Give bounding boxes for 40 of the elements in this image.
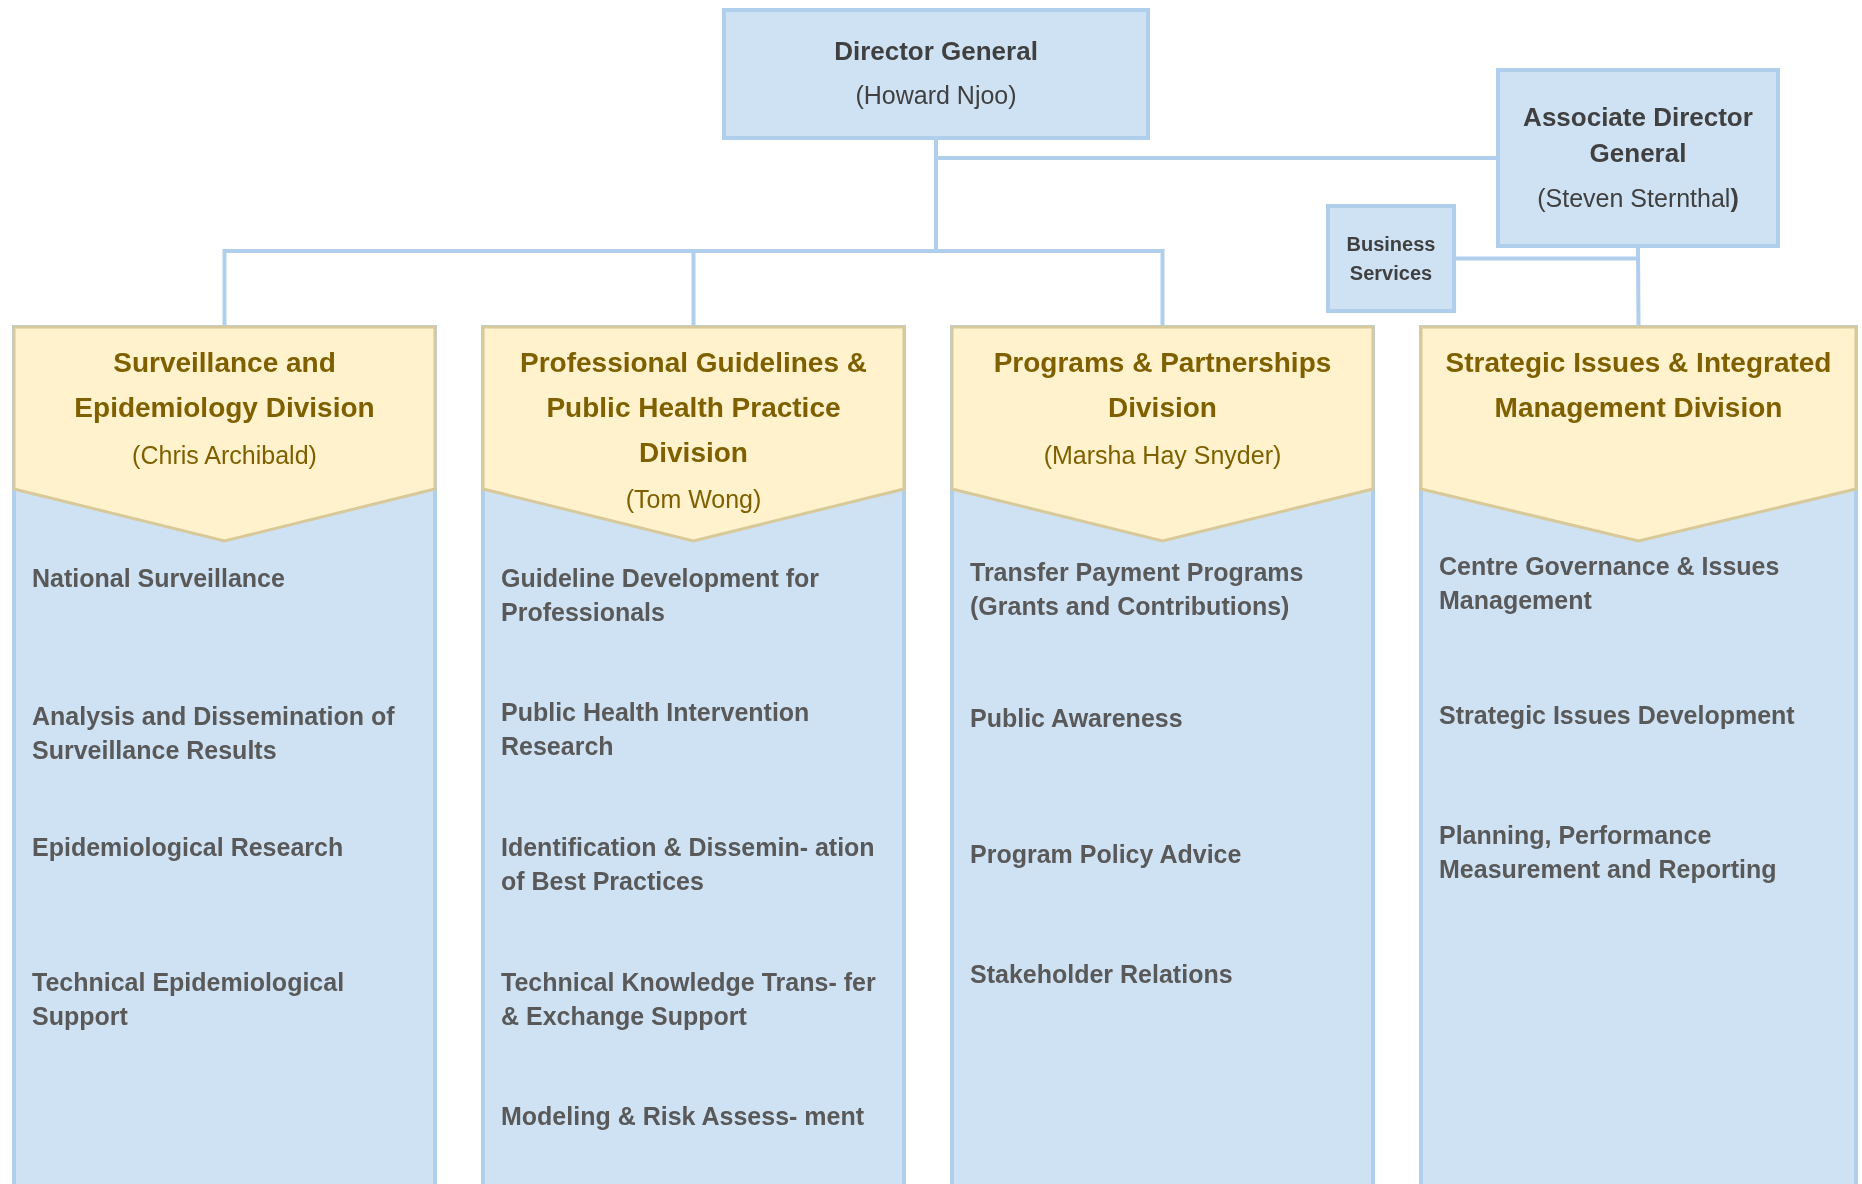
- division-title: Strategic Issues & Integrated Management Division: [1444, 346, 1833, 425]
- division-column: [481, 325, 906, 1184]
- function-item: Technical Epidemiological Support: [32, 968, 345, 1030]
- function-item: Program Policy Advice: [970, 840, 1242, 868]
- function-item: Centre Governance & Issues Management: [1439, 552, 1780, 614]
- person-name: (Howard Njoo): [855, 80, 1017, 112]
- person-name: (Marsha Hay Snyder): [1043, 439, 1282, 471]
- function-item: Planning, Performance Measurement and Reporting: [1439, 821, 1777, 883]
- position-title: Director General: [834, 35, 1038, 69]
- position-title: Associate Director General: [1522, 100, 1754, 171]
- function-item: Transfer Payment Programs (Grants and Contributions): [970, 558, 1304, 620]
- division-header: [950, 325, 1375, 543]
- division-header: [1419, 325, 1858, 543]
- division-title: Surveillance and Epidemiology Division: [73, 346, 376, 425]
- position-box: [1496, 68, 1780, 248]
- connector-line: [1456, 248, 1640, 261]
- function-item: Stakeholder Relations: [970, 960, 1233, 988]
- division-column: [950, 325, 1375, 1184]
- function-item: Guideline Development for Professionals: [501, 564, 820, 626]
- function-item: Public Health Intervention Research: [501, 698, 810, 760]
- function-item: Identification & Dissemin- ation of Best Practices: [501, 833, 875, 895]
- person-name: (Steven Sternthal): [1537, 182, 1739, 214]
- unit-title: Business Services: [1345, 231, 1437, 286]
- function-item: Analysis and Dissemination of Surveillance Results: [32, 702, 395, 764]
- position-box: [722, 8, 1150, 140]
- division-title: Programs & Partnerships Division: [992, 346, 1333, 425]
- person-name: (Tom Wong): [625, 484, 762, 516]
- person-name: (Chris Archibald): [132, 439, 317, 471]
- function-item: Modeling & Risk Assess- ment: [501, 1102, 865, 1130]
- division-title: Professional Guidelines & Public Health Practice Division: [519, 346, 868, 470]
- division-header: [481, 325, 906, 543]
- function-item: Technical Knowledge Trans- fer & Exchange Support: [501, 968, 876, 1030]
- division-header: [12, 325, 437, 543]
- division-column: [12, 325, 437, 1184]
- function-item: National Surveillance: [32, 564, 285, 592]
- function-item: Epidemiological Research: [32, 833, 344, 861]
- function-item: Public Awareness: [970, 704, 1183, 732]
- unit-box: [1326, 204, 1456, 313]
- division-column: [1419, 325, 1858, 1184]
- function-item: Strategic Issues Development: [1439, 701, 1795, 729]
